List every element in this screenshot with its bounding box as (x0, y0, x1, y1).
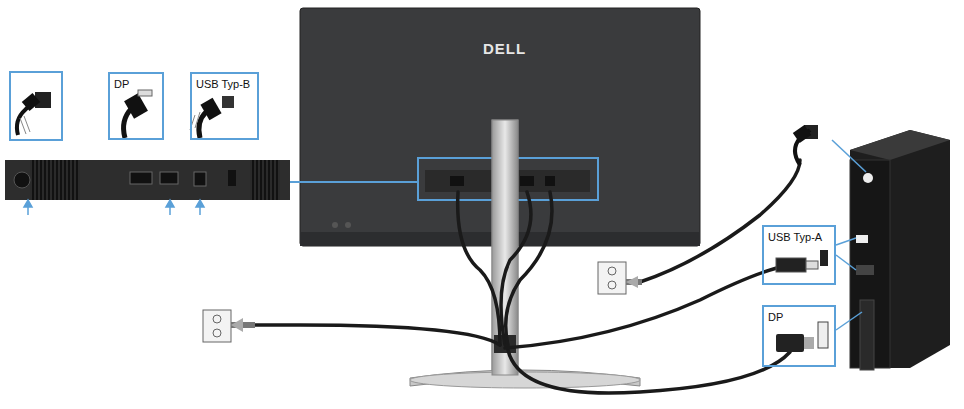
brand-logo: DELL (483, 40, 526, 57)
callout-box: USB Typ-B (190, 72, 259, 140)
callout-box: DP (108, 72, 164, 140)
port-label: DP (764, 309, 787, 324)
port-label: USB Typ-A (764, 229, 826, 244)
callout-box: USB Typ-A (762, 225, 836, 285)
callout-box: DP (762, 305, 836, 367)
port-label: DP (110, 76, 133, 91)
port-label: USB Typ-B (192, 76, 254, 91)
wall-outlet (203, 262, 642, 342)
